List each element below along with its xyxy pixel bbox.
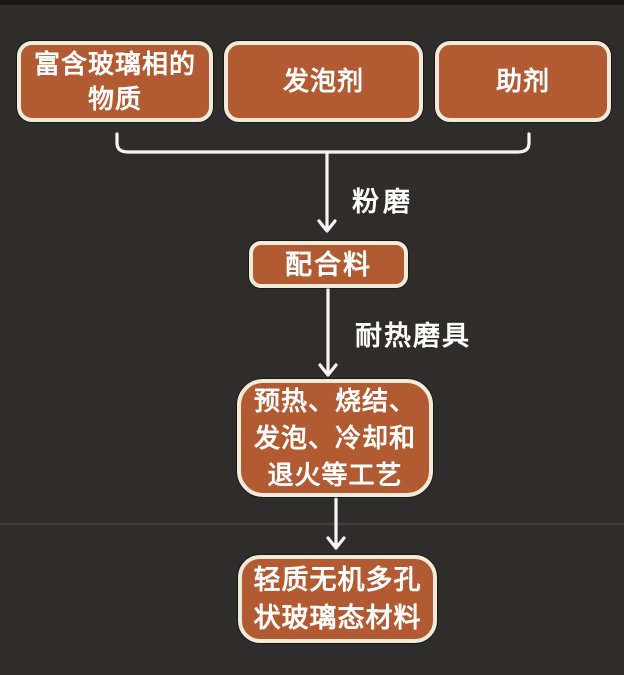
node-text: 配合料 [285, 250, 372, 280]
merge-bracket-line [115, 132, 531, 154]
node-input-glass-phase-material: 富含玻璃相的 物质 [17, 41, 213, 122]
edge-label-heat-resistant-mold: 耐热磨具 [355, 321, 471, 351]
edge-label-grinding: 粉磨 [352, 187, 414, 217]
node-text-line: 轻质无机多孔 [253, 565, 422, 595]
arrow-to-product-head [326, 536, 346, 550]
arrow-to-process-head [318, 363, 338, 377]
node-input-foaming-agent: 发泡剂 [224, 41, 423, 122]
node-text: 助剂 [496, 64, 550, 99]
node-text: 轻质无机多孔 状玻璃态材料 [254, 561, 422, 637]
node-text: 发泡剂 [283, 64, 364, 99]
node-thermal-process: 预热、烧结、 发泡、冷却和 退火等工艺 [237, 379, 433, 497]
node-batch-material: 配合料 [249, 241, 408, 288]
arrow-to-batch-head [317, 219, 337, 233]
node-text-line: 助剂 [495, 66, 550, 96]
node-text-line: 发泡、冷却和 [253, 422, 416, 453]
node-text-line: 退火等工艺 [267, 459, 403, 490]
node-text-line: 物质 [87, 83, 142, 114]
horizontal-seam-line [0, 523, 624, 525]
node-text-line: 富含玻璃相的 [33, 48, 196, 79]
node-text: 富含玻璃相的 物质 [34, 47, 196, 117]
node-text-line: 配合料 [285, 249, 372, 280]
top-edge-strip [0, 0, 624, 5]
node-final-product: 轻质无机多孔 状玻璃态材料 [238, 555, 437, 643]
node-text-line: 发泡剂 [282, 66, 364, 96]
node-text-line: 预热、烧结、 [253, 385, 416, 416]
node-text-line: 状玻璃态材料 [253, 603, 422, 633]
node-text: 预热、烧结、 发泡、冷却和 退火等工艺 [254, 383, 416, 494]
node-input-additive: 助剂 [435, 41, 611, 122]
